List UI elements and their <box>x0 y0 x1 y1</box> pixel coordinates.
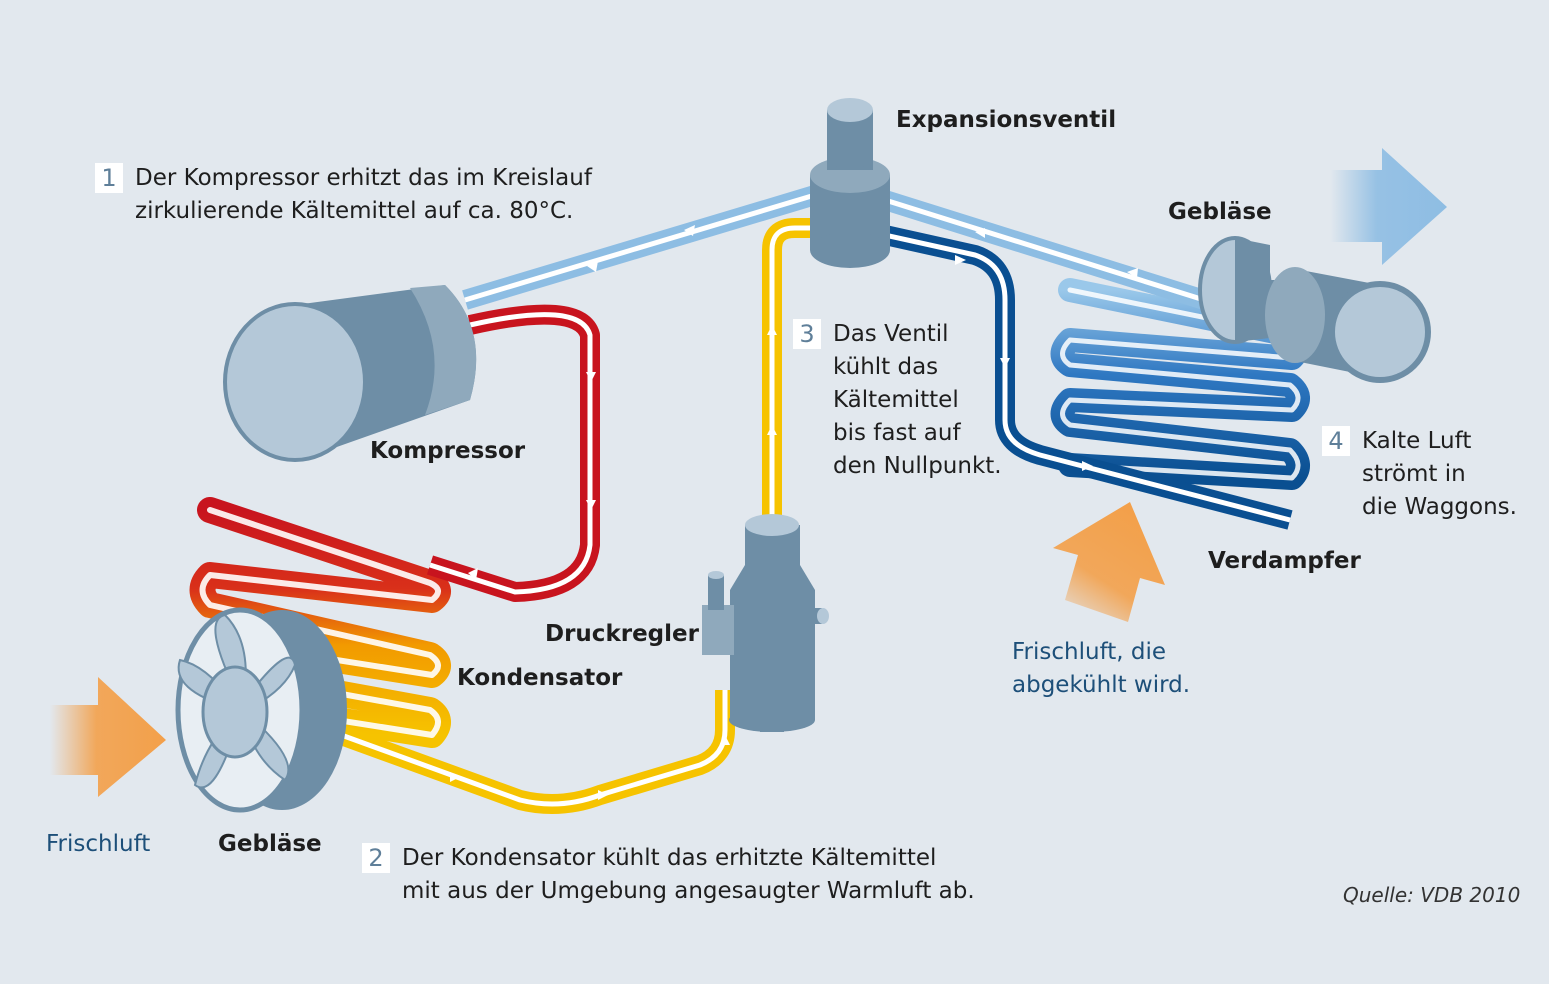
step-number: 1 <box>95 163 123 193</box>
flow-direction-arrows <box>450 225 1138 800</box>
label-compressor: Kompressor <box>370 438 526 464</box>
step-text-line: die Waggons. <box>1362 494 1517 520</box>
label-pressure-regulator: Druckregler <box>545 621 699 647</box>
cold-air-arrow-icon <box>1330 148 1447 265</box>
fresh-air-arrow-left-icon <box>50 677 166 797</box>
label-condenser: Kondensator <box>457 665 623 691</box>
step-number: 4 <box>1322 426 1350 456</box>
step-text-line: Kalte Luft <box>1362 428 1472 454</box>
source-note: Quelle: VDB 2010 <box>1343 883 1521 907</box>
label-fresh-air-right: Frischluft, die abgekühlt wird. <box>1012 636 1190 702</box>
label-blower-left: Gebläse <box>218 831 322 857</box>
step-2: 2 Der Kondensator kühlt das erhitzte Käl… <box>362 842 975 908</box>
label-expansion-valve: Expansionsventil <box>896 107 1117 133</box>
step-number: 3 <box>793 319 821 349</box>
step-text-line: bis fast auf <box>833 420 961 446</box>
step-text-line: zirkulierende Kältemittel auf ca. 80°C. <box>135 198 574 224</box>
label-fresh-air-left: Frischluft <box>46 831 151 857</box>
compressor-icon <box>223 285 477 462</box>
step-text-line: mit aus der Umgebung angesaugter Warmluf… <box>402 878 975 904</box>
step-text-line: den Nullpunkt. <box>833 453 1002 479</box>
step-number: 2 <box>362 843 390 873</box>
condenser-coil-icon <box>189 497 451 748</box>
step-text-line: kühlt das <box>833 354 939 380</box>
fresh-air-line: Frischluft, die <box>1012 639 1167 665</box>
expansion-valve-icon <box>810 98 890 268</box>
fan-icon <box>175 607 347 813</box>
step-text-line: Kältemittel <box>833 387 959 413</box>
label-blower-right: Gebläse <box>1168 199 1272 225</box>
label-evaporator: Verdampfer <box>1208 548 1361 574</box>
step-1: 1 Der Kompressor erhitzt das im Kreislau… <box>95 162 592 228</box>
blower-right-icon <box>1198 236 1431 383</box>
step-3: 3 Das Ventil kühlt das Kältemittel bis f… <box>793 318 1002 483</box>
fresh-air-arrow-right-icon <box>1053 502 1165 622</box>
step-text-line: Der Kondensator kühlt das erhitzte Kälte… <box>402 845 937 871</box>
pressure-regulator-icon <box>702 514 829 732</box>
step-text-line: strömt in <box>1362 461 1466 487</box>
step-text-line: Das Ventil <box>833 321 949 347</box>
fresh-air-line: abgekühlt wird. <box>1012 672 1191 698</box>
step-4: 4 Kalte Luft strömt in die Waggons. <box>1322 425 1517 524</box>
step-text-line: Der Kompressor erhitzt das im Kreislauf <box>135 165 592 191</box>
